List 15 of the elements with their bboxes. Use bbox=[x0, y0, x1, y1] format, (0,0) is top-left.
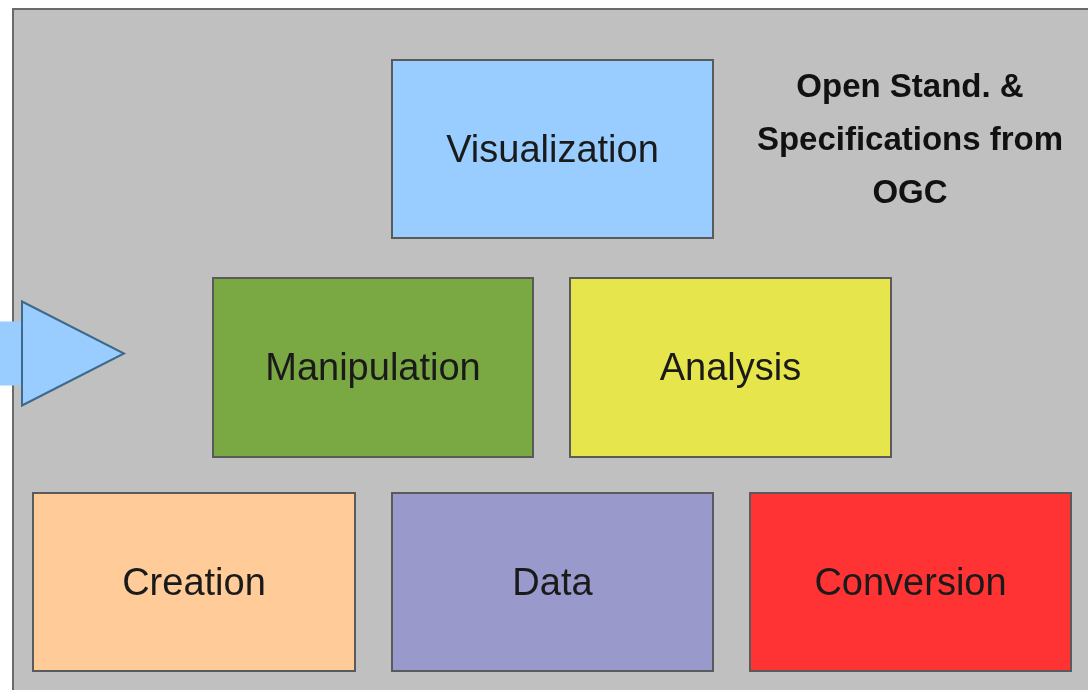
process-box bbox=[391, 59, 714, 239]
box-label: Analysis bbox=[659, 346, 802, 389]
heading-note: Open Stand. & Specifications from OGC bbox=[755, 66, 1065, 212]
box-label: Data bbox=[512, 560, 593, 604]
process-box bbox=[749, 492, 1072, 672]
process-box bbox=[212, 277, 534, 458]
block-arrow bbox=[0, 300, 125, 407]
process-box bbox=[569, 277, 892, 458]
box-label: Manipulation bbox=[265, 346, 481, 389]
process-box bbox=[391, 492, 714, 672]
panel-background bbox=[12, 8, 1088, 690]
box-label: Conversion bbox=[814, 560, 1007, 604]
box-label: Creation bbox=[122, 560, 266, 604]
box-label: Visualization bbox=[446, 127, 659, 171]
process-box bbox=[32, 492, 356, 672]
